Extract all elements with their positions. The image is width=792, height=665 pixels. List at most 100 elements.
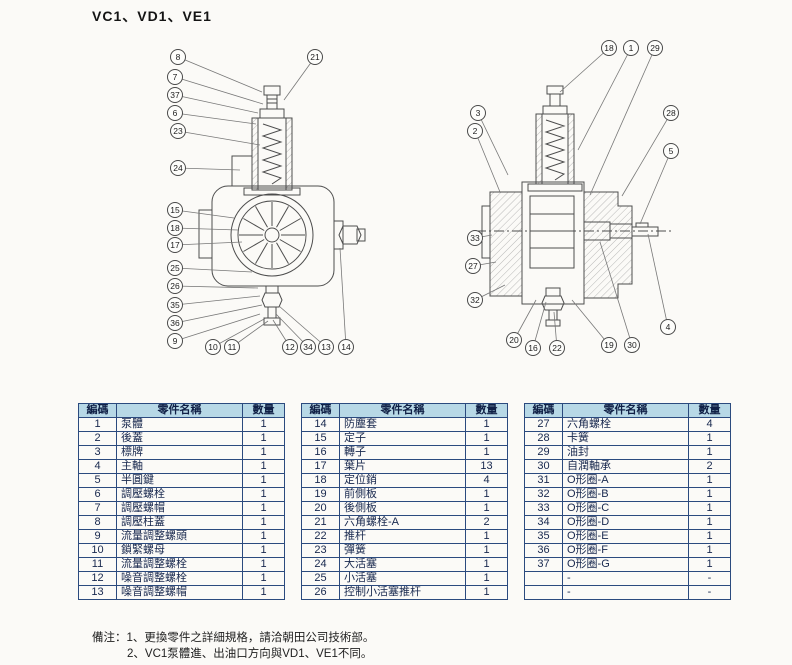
part-code: 18 (301, 473, 340, 488)
svg-text:15: 15 (170, 205, 180, 215)
column-header: 編碼 (524, 403, 563, 418)
part-qty: 1 (688, 557, 731, 572)
part-code: 21 (301, 515, 340, 530)
part-code: 14 (301, 417, 340, 432)
footnote-line-2: 2、VC1泵體進、出油口方向與VD1、VE1不同。 (127, 648, 373, 660)
part-qty: 1 (242, 487, 285, 502)
callout-24: 24 (170, 160, 241, 176)
column-header: 數量 (465, 403, 508, 418)
part-qty: 1 (242, 473, 285, 488)
svg-text:2: 2 (473, 126, 478, 136)
part-name: 控制小活塞推杆 (339, 585, 466, 600)
part-name: O形圈-G (562, 557, 689, 572)
callout-32: 32 (467, 284, 506, 308)
svg-text:30: 30 (627, 340, 637, 350)
column-header: 編碼 (78, 403, 117, 418)
svg-text:17: 17 (170, 240, 180, 250)
part-qty: 1 (465, 445, 508, 460)
callout-23: 23 (170, 123, 261, 146)
part-name: 大活塞 (339, 557, 466, 572)
part-qty: 1 (242, 501, 285, 516)
part-code: 26 (301, 585, 340, 600)
part-name: 主軸 (116, 459, 243, 474)
part-name: 鎖緊螺母 (116, 543, 243, 558)
part-code: 24 (301, 557, 340, 572)
part-name: 六角螺栓-A (339, 515, 466, 530)
part-qty: 1 (465, 431, 508, 446)
part-qty: 4 (688, 417, 731, 432)
part-code: 17 (301, 459, 340, 474)
svg-text:3: 3 (476, 108, 481, 118)
part-code: 19 (301, 487, 340, 502)
part-code: 12 (78, 571, 117, 586)
part-qty: 1 (465, 571, 508, 586)
callout-33: 33 (467, 230, 493, 246)
part-name: O形圈-B (562, 487, 689, 502)
part-name: - (562, 585, 689, 600)
part-qty: 1 (688, 445, 731, 460)
part-name: 推杆 (339, 529, 466, 544)
callout-16: 16 (525, 301, 547, 356)
footnotes: 備注：1、更換零件之詳細規格，請洽朝田公司技術部。 2、VC1泵體進、出油口方向… (92, 630, 374, 662)
svg-text:18: 18 (170, 223, 180, 233)
part-name: 定子 (339, 431, 466, 446)
svg-text:34: 34 (303, 342, 313, 352)
part-name: O形圈-F (562, 543, 689, 558)
part-code: 4 (78, 459, 117, 474)
callout-21: 21 (283, 49, 323, 101)
part-code: 7 (78, 501, 117, 516)
callout-30: 30 (599, 241, 640, 353)
callout-27: 27 (465, 258, 497, 274)
part-code: 15 (301, 431, 340, 446)
part-qty: 1 (242, 529, 285, 544)
svg-text:12: 12 (285, 342, 295, 352)
callout-17: 17 (167, 237, 243, 253)
part-code: 25 (301, 571, 340, 586)
callout-18: 18 (559, 40, 617, 93)
part-code: 34 (524, 515, 563, 530)
part-name: 半圓鍵 (116, 473, 243, 488)
part-name: 調壓螺帽 (116, 501, 243, 516)
callout-4: 4 (647, 233, 676, 335)
part-qty: 1 (242, 459, 285, 474)
footnote-line-1: 備注：1、更換零件之詳細規格，請洽朝田公司技術部。 (92, 632, 375, 644)
part-name: 葉片 (339, 459, 466, 474)
part-name: 轉子 (339, 445, 466, 460)
callout-3: 3 (470, 105, 509, 176)
part-name: 後側板 (339, 501, 466, 516)
part-name: 卡簧 (562, 431, 689, 446)
callout-22: 22 (549, 311, 565, 356)
callout-11: 11 (224, 320, 269, 355)
part-code: 32 (524, 487, 563, 502)
column-header: 編碼 (301, 403, 340, 418)
part-name: 流量調整螺頭 (116, 529, 243, 544)
part-qty: 1 (688, 431, 731, 446)
part-code: 37 (524, 557, 563, 572)
part-code: 11 (78, 557, 117, 572)
part-name: 泵體 (116, 417, 243, 432)
callout-25: 25 (167, 260, 253, 276)
part-row: -- (524, 585, 731, 600)
svg-text:19: 19 (604, 340, 614, 350)
part-code: 2 (78, 431, 117, 446)
part-name: - (562, 571, 689, 586)
svg-text:5: 5 (669, 146, 674, 156)
